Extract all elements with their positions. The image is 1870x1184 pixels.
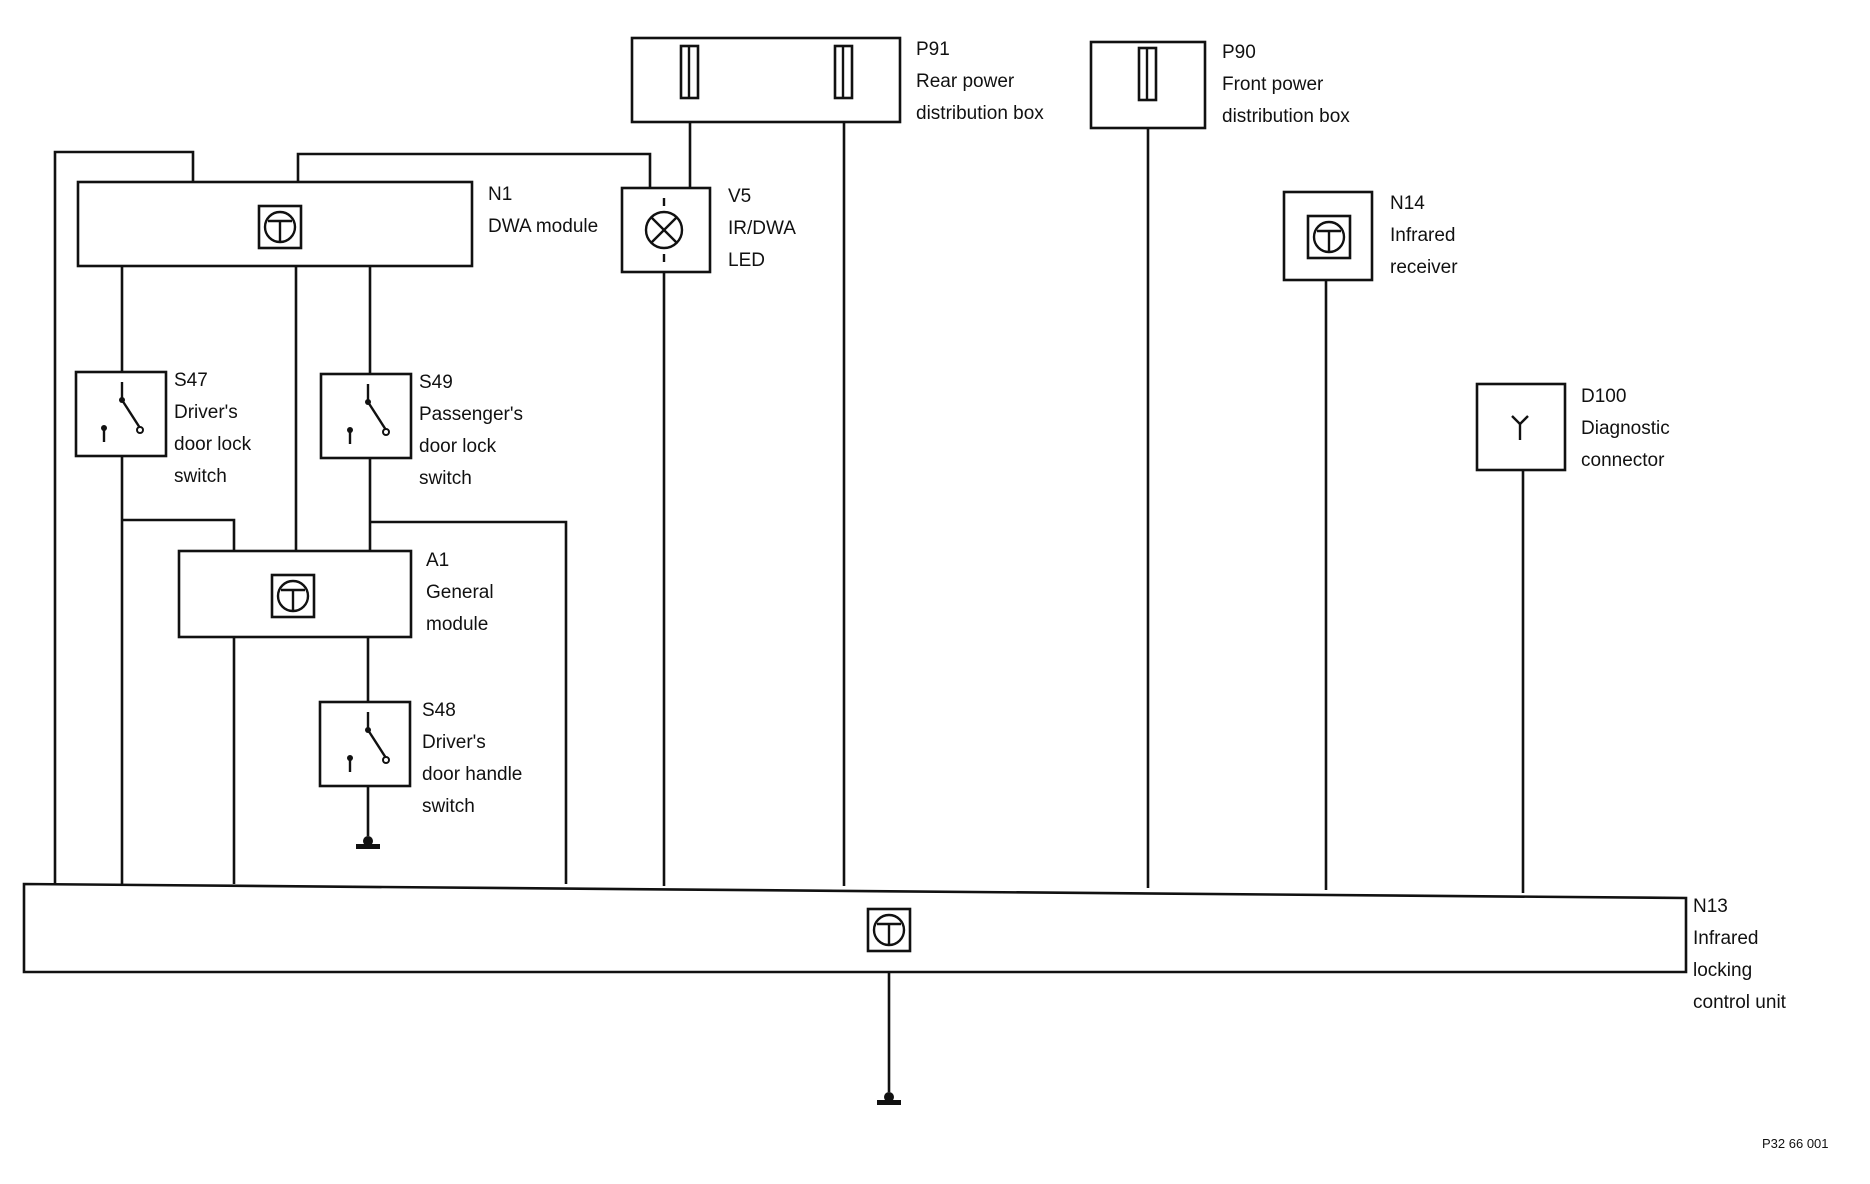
component-name-line: door lock	[174, 434, 252, 455]
p90-label: P90 Front power distribution box	[1222, 37, 1350, 133]
component-name-line: switch	[419, 468, 472, 489]
component-name-line: Diagnostic	[1581, 418, 1670, 439]
component-name-line: IR/DWA	[728, 218, 796, 239]
a1-label: A1 General module	[426, 545, 494, 641]
component-name-line: Infrared	[1390, 225, 1456, 246]
component-code: S48	[422, 700, 456, 721]
n14-label: N14 Infrared receiver	[1390, 188, 1458, 284]
component-code: D100	[1581, 386, 1627, 407]
component-name-line: Passenger's	[419, 404, 523, 425]
component-name-line: Driver's	[422, 732, 486, 753]
n13-label: N13 Infrared locking control unit	[1693, 891, 1786, 1019]
ground-icon	[356, 836, 380, 849]
switch-icon	[101, 382, 144, 442]
d100-box	[1475, 382, 1567, 472]
component-name-line: Infrared	[1693, 928, 1759, 949]
n14-box	[1282, 190, 1374, 282]
switch-icon	[347, 384, 390, 444]
p91-box	[630, 36, 902, 124]
component-name-line: locking	[1693, 960, 1753, 981]
component-name-line: Front power	[1222, 74, 1324, 95]
led-lamp-icon	[644, 198, 684, 262]
v5-box	[620, 186, 712, 274]
component-name-line: distribution box	[1222, 106, 1350, 127]
d100-label: D100 Diagnostic connector	[1581, 381, 1670, 477]
s47-box	[74, 370, 168, 458]
wire-s49-to-n13	[370, 520, 568, 884]
component-name-line: receiver	[1390, 257, 1458, 278]
figure-number: P32 66 001	[1762, 1136, 1829, 1151]
p91-label: P91 Rear power distribution box	[916, 34, 1044, 130]
s47-label: S47 Driver's door lock switch	[174, 365, 251, 493]
n13-box	[22, 882, 1688, 974]
n1-label: N1 DWA module	[488, 179, 598, 243]
component-name-line: control unit	[1693, 992, 1786, 1013]
ground-icon	[877, 1092, 901, 1105]
component-name-line: Driver's	[174, 402, 238, 423]
component-code: V5	[728, 186, 752, 207]
p90-box	[1089, 40, 1207, 130]
v5-label: V5 IR/DWA LED	[728, 181, 796, 277]
component-code: N14	[1390, 193, 1425, 214]
control-module-icon	[270, 573, 316, 619]
wire-s47-to-a1	[122, 518, 236, 551]
component-code: P91	[916, 39, 950, 60]
component-name-line: General	[426, 582, 494, 603]
component-code: N13	[1693, 896, 1728, 917]
wire-n1-to-v5	[296, 152, 652, 188]
component-code: A1	[426, 550, 450, 571]
n1-box	[76, 180, 474, 268]
control-module-icon	[1306, 214, 1352, 260]
wire-n1-to-n13-outer	[53, 150, 195, 884]
component-name-line: connector	[1581, 450, 1665, 471]
component-name-line: module	[426, 614, 489, 635]
component-name-line: distribution box	[916, 103, 1044, 124]
s48-label: S48 Driver's door handle switch	[422, 695, 522, 823]
component-name-line: switch	[174, 466, 227, 487]
s49-box	[319, 372, 413, 460]
control-module-icon	[257, 204, 303, 250]
component-code: N1	[488, 184, 513, 205]
control-module-icon	[866, 907, 912, 953]
wires	[53, 98, 1525, 1092]
component-name-line: Rear power	[916, 71, 1015, 92]
component-code: S49	[419, 372, 453, 393]
s49-label: S49 Passenger's door lock switch	[419, 367, 523, 495]
switch-icon	[347, 712, 390, 772]
component-name-line: switch	[422, 796, 475, 817]
component-code: P90	[1222, 42, 1256, 63]
a1-box	[177, 549, 413, 639]
component-name-line: DWA module	[488, 216, 599, 237]
component-name-line: door handle	[422, 764, 523, 785]
s48-box	[318, 700, 412, 788]
component-code: S47	[174, 370, 208, 391]
component-name-line: door lock	[419, 436, 497, 457]
connector-icon	[1511, 415, 1529, 440]
component-name-line: LED	[728, 250, 765, 271]
